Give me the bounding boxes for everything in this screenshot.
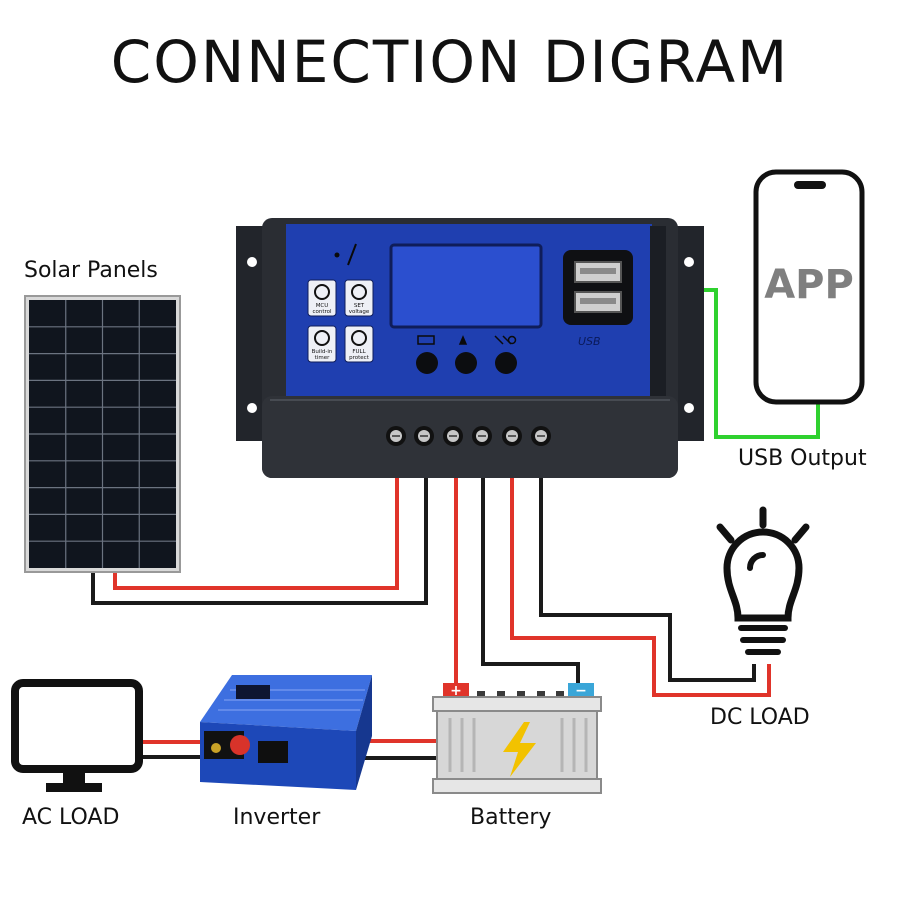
usb-label-text: USB — [578, 335, 601, 348]
terminal-screw — [472, 426, 492, 446]
diagram-title: CONNECTION DIGRAM — [110, 28, 790, 96]
clock-icon — [314, 330, 330, 346]
feature-badge-text: MCU — [316, 303, 329, 309]
solar-panels-label: Solar Panels — [24, 258, 158, 283]
inverter — [200, 675, 372, 790]
lock-icon — [351, 330, 367, 346]
wires — [91, 288, 820, 760]
feature-badge-subtext: protect — [349, 355, 370, 361]
ac-load-label: AC LOAD — [22, 805, 120, 830]
solar-panel — [24, 295, 181, 573]
mcu-icon — [314, 284, 330, 300]
solar-wire-black — [91, 478, 428, 605]
feature-badges: MCUcontrolSETvoltageBuild-intimerFULLpro… — [307, 279, 374, 363]
feature-badge-subtext: control — [312, 309, 332, 315]
terminal-screw — [386, 426, 406, 446]
battery-minus-symbol: − — [575, 683, 587, 699]
enter-button[interactable] — [495, 352, 517, 374]
gear-icon — [351, 284, 367, 300]
terminal-screw — [443, 426, 463, 446]
lightning-icon — [503, 722, 536, 777]
smartphone: APP — [753, 169, 865, 405]
phone-app-text: APP — [764, 262, 854, 308]
battery-wire-black — [481, 478, 580, 686]
up-button[interactable] — [455, 352, 477, 374]
lcd-screen — [389, 243, 543, 329]
usb-output-label: USB Output — [738, 446, 867, 471]
feature-badge-text: SET — [354, 303, 365, 309]
battery: + − — [432, 683, 602, 794]
bulb-icon — [716, 506, 810, 655]
charge-controller: MCUcontrolSETvoltageBuild-intimerFULLpro… — [236, 218, 704, 478]
battery-minus-terminal — [568, 683, 594, 697]
dc-load-label: DC LOAD — [710, 705, 810, 730]
terminal-screw — [414, 426, 434, 446]
monitor-icon — [11, 679, 143, 792]
load-wire-red — [510, 478, 771, 697]
terminal-block — [386, 426, 551, 446]
terminal-screw — [531, 426, 551, 446]
feature-badge-text: FULL — [352, 349, 366, 355]
solar-wire-red — [113, 478, 399, 590]
keypad-icons — [417, 335, 517, 345]
menu-button[interactable] — [416, 352, 438, 374]
battery-key-icon — [417, 335, 435, 345]
battery-label: Battery — [470, 805, 552, 830]
feature-badge-subtext: voltage — [349, 309, 370, 315]
terminal-screw — [502, 426, 522, 446]
battery-plus-terminal — [443, 683, 469, 697]
feature-badge-subtext: timer — [315, 355, 330, 361]
panel-grid — [29, 300, 176, 568]
inverter-label: Inverter — [233, 805, 321, 830]
load-wire-black — [539, 478, 756, 682]
up-arrow-key-icon — [458, 335, 468, 345]
battery-plus-symbol: + — [450, 683, 462, 699]
feature-badge-text: Build-in — [312, 349, 333, 355]
